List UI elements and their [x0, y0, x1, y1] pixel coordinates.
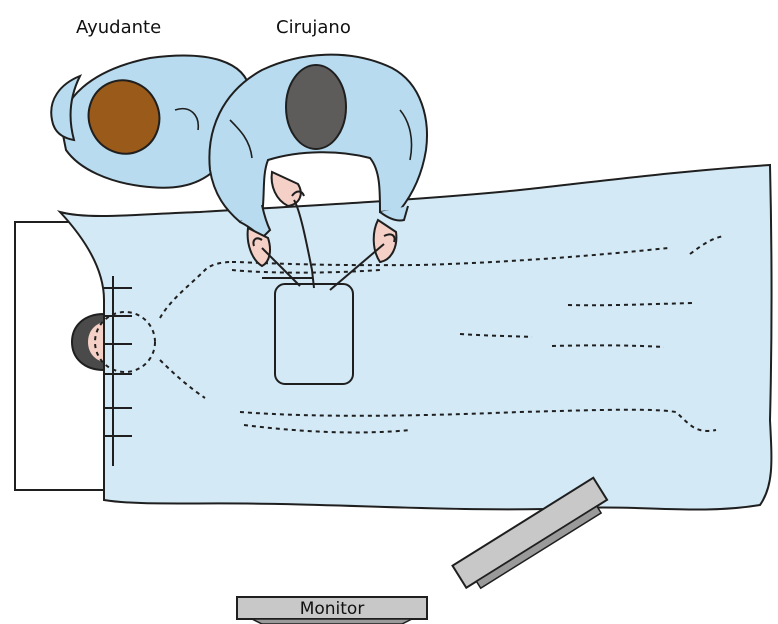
assistant-label: Ayudante — [76, 17, 161, 38]
surgical-field — [275, 284, 353, 384]
surgeon-label: Cirujano — [276, 17, 351, 38]
bottom-monitor: Monitor — [237, 597, 427, 624]
assistant-hand — [272, 172, 301, 206]
monitor-label: Monitor — [300, 599, 365, 619]
sterile-drape — [60, 165, 772, 510]
surgeon-head — [286, 65, 346, 149]
